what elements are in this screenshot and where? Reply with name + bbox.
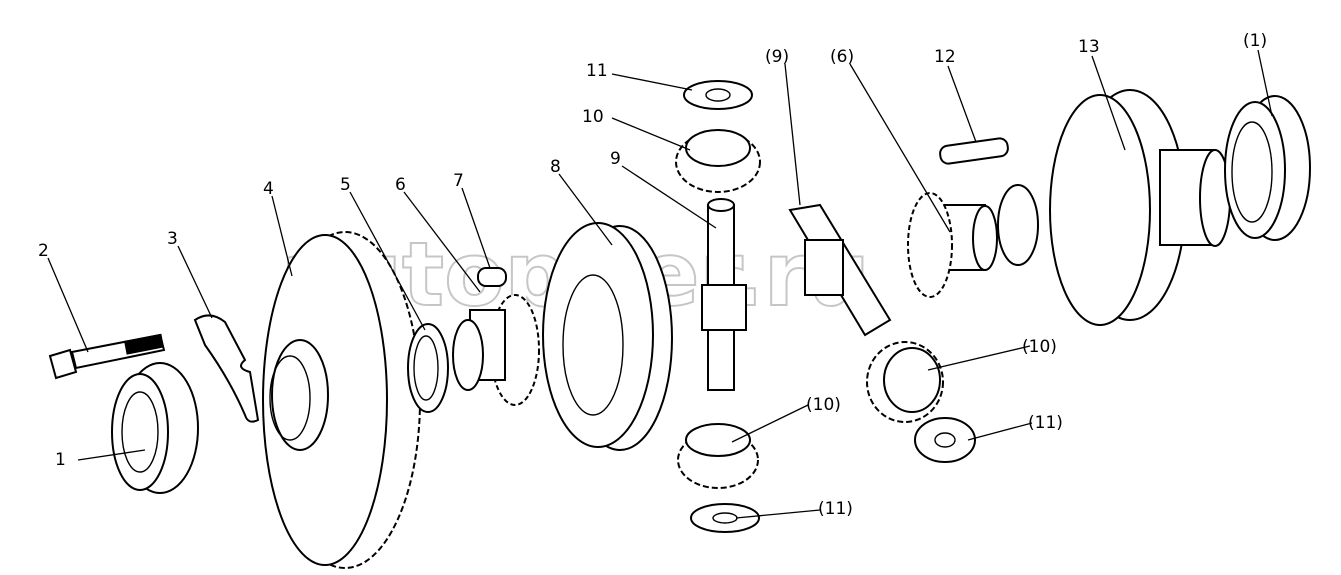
part-washer-5 — [407, 323, 449, 413]
part-thrust-washer-11b — [914, 417, 976, 463]
callout-5: 5 — [340, 175, 351, 195]
part-bolt-2 — [48, 333, 166, 380]
callout-10-ref-b: (10) — [806, 395, 841, 415]
part-thrust-washer-11c — [690, 503, 760, 533]
part-thrust-washer-11 — [683, 80, 753, 110]
part-washer — [997, 184, 1039, 266]
part-pin-7 — [477, 267, 507, 287]
callout-6: 6 — [395, 175, 406, 195]
part-bearing-1b — [1224, 95, 1311, 241]
part-side-gear-6 — [452, 294, 540, 406]
callout-10-ref-a: (10) — [1022, 337, 1057, 357]
part-pin-12 — [939, 137, 1009, 165]
callout-4: 4 — [263, 179, 274, 199]
callout-10: 10 — [582, 107, 604, 127]
callout-13: 13 — [1078, 37, 1100, 57]
part-bearing-1 — [111, 362, 199, 494]
part-housing-cover-13 — [1049, 89, 1231, 326]
part-side-gear-6b — [907, 192, 998, 298]
callout-9-ref: (9) — [765, 47, 789, 67]
part-pinion-gear-10b — [866, 341, 944, 423]
part-lock-plate-3 — [193, 314, 260, 423]
callout-8: 8 — [550, 157, 561, 177]
part-pinion-gear-10c — [677, 423, 759, 489]
part-cross-shaft-9 — [701, 198, 747, 391]
leader-lines — [47, 49, 1273, 519]
part-housing-8 — [542, 222, 673, 451]
callout-11-ref-b: (11) — [818, 499, 853, 519]
callout-9: 9 — [610, 149, 621, 169]
callout-12: 12 — [934, 47, 956, 67]
callout-3: 3 — [167, 229, 178, 249]
callout-1: 1 — [55, 450, 66, 470]
part-cross-shaft-9b — [788, 203, 892, 337]
callout-11-ref-a: (11) — [1028, 413, 1063, 433]
part-ring-gear-4 — [262, 231, 421, 569]
part-pinion-gear-10 — [675, 129, 761, 193]
callout-1-ref: (1) — [1243, 31, 1267, 51]
callout-11: 11 — [586, 61, 608, 81]
callout-6-ref: (6) — [830, 47, 854, 67]
callout-7: 7 — [453, 171, 464, 191]
callout-2: 2 — [38, 241, 49, 261]
